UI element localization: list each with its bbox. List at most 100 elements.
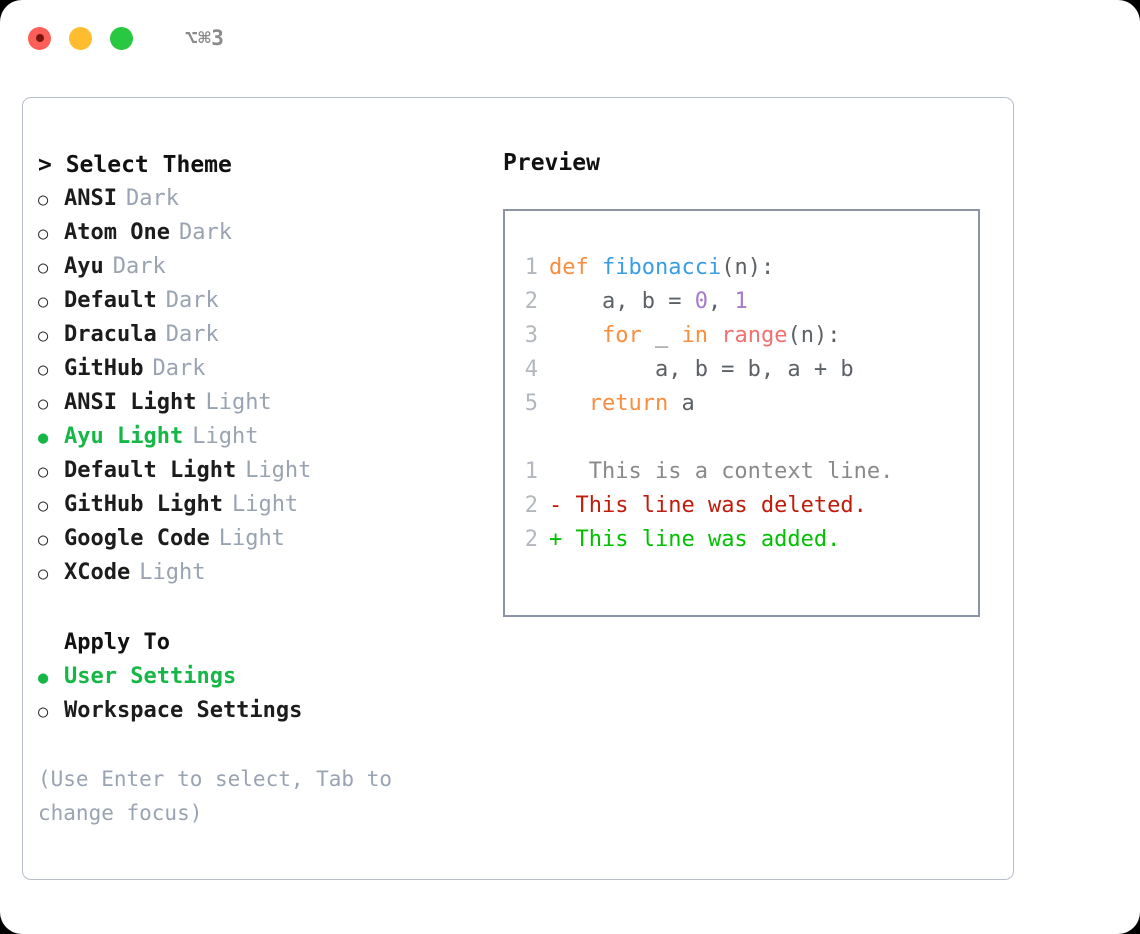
apply-to-header: Apply To: [64, 630, 170, 655]
theme-option-label: XCode: [64, 560, 131, 585]
diff-line-text: This line was deleted.: [562, 493, 867, 518]
radio-selected-icon: ●: [38, 428, 49, 448]
diff-line-number: 2: [524, 493, 538, 518]
radio-unselected-icon: ○: [38, 462, 49, 482]
radio-unselected-icon: ○: [38, 496, 49, 516]
code-line-number: 3: [524, 323, 538, 348]
preview-title: Preview: [503, 150, 600, 176]
diff-line-text: This line was added.: [562, 527, 841, 552]
theme-option-xcode[interactable]: ○ XCode Light: [38, 556, 488, 590]
theme-option-label: ANSI Light: [64, 390, 197, 415]
diff-marker: +: [549, 527, 563, 552]
theme-option-label: Google Code: [64, 526, 210, 551]
code-token-num: 1: [734, 289, 748, 314]
keyboard-shortcut-label: ⌥⌘3: [185, 26, 225, 50]
code-line-number: 1: [524, 255, 538, 280]
radio-unselected-icon: ○: [38, 326, 49, 346]
theme-option-ayu-light[interactable]: ● Ayu Light Light: [38, 420, 488, 454]
theme-option-default-light[interactable]: ○ Default Light Light: [38, 454, 488, 488]
radio-unselected-icon: ○: [38, 360, 49, 380]
select-theme-header: > Select Theme: [38, 152, 232, 178]
diff-line-number: 1: [524, 459, 538, 484]
code-token-call: range: [721, 323, 788, 348]
code-line-text: return a: [549, 387, 695, 421]
apply-to-list: ●User Settings○Workspace Settings: [38, 660, 488, 728]
code-token-plain: a: [668, 391, 695, 416]
code-line: 2 a, b = 0, 1: [505, 285, 978, 319]
code-line-text: def fibonacci(n):: [549, 251, 774, 285]
diff-marker: -: [549, 493, 563, 518]
code-spacer: [505, 421, 978, 455]
minimize-button-icon[interactable]: [69, 26, 92, 50]
theme-option-variant: Light: [245, 458, 312, 483]
diff-line: 1 This is a context line.: [505, 455, 978, 489]
theme-option-label: Default Light: [64, 458, 237, 483]
radio-unselected-icon: ○: [38, 702, 49, 722]
theme-option-variant: Light: [205, 390, 272, 415]
theme-option-variant: Dark: [178, 220, 232, 245]
code-token-plain: ,: [707, 289, 735, 314]
apply-to-option-workspace-settings[interactable]: ○Workspace Settings: [38, 694, 488, 728]
diff-marker: [549, 455, 562, 489]
code-token-fn: fibonacci: [601, 255, 722, 280]
radio-selected-icon: ●: [38, 668, 49, 688]
theme-option-dracula[interactable]: ○ Dracula Dark: [38, 318, 488, 352]
close-button-icon[interactable]: [28, 26, 51, 50]
code-line: 5 return a: [505, 387, 978, 421]
theme-option-label: Ayu: [64, 254, 104, 279]
code-line-text: a, b = b, a + b: [549, 353, 854, 387]
keyboard-hint-text: (Use Enter to select, Tab to change focu…: [38, 767, 405, 825]
code-line-text: a, b = 0, 1: [549, 285, 748, 319]
code-token-kw: in: [681, 323, 708, 348]
code-token-plain: [708, 323, 721, 348]
code-token-plain: _: [641, 323, 682, 348]
theme-option-variant: Light: [231, 492, 299, 517]
radio-unselected-icon: ○: [38, 190, 49, 210]
theme-option-label: GitHub: [64, 356, 144, 381]
radio-unselected-icon: ○: [38, 258, 49, 278]
radio-unselected-icon: ○: [38, 224, 49, 244]
code-token-num: 0: [694, 289, 708, 314]
code-token-kw: for: [601, 323, 642, 348]
code-token-kw: def: [549, 255, 602, 280]
code-line: 3 for _ in range(n):: [505, 319, 978, 353]
code-line-number: 2: [524, 289, 538, 314]
theme-option-variant: Dark: [152, 356, 206, 381]
radio-unselected-icon: ○: [38, 564, 49, 584]
theme-option-variant: Light: [192, 424, 259, 449]
diff-line: 2 + This line was added.: [505, 523, 978, 557]
diff-line-number: 2: [524, 527, 538, 552]
theme-option-label: GitHub Light: [64, 492, 223, 517]
theme-option-github[interactable]: ○ GitHub Dark: [38, 352, 488, 386]
theme-option-label: Ayu Light: [64, 424, 184, 449]
code-line: 4 a, b = b, a + b: [505, 353, 978, 387]
theme-option-variant: Dark: [165, 322, 219, 347]
theme-option-variant: Dark: [165, 288, 219, 313]
theme-option-ansi-light[interactable]: ○ ANSI Light Light: [38, 386, 488, 420]
theme-option-variant: Dark: [125, 186, 179, 211]
code-token-plain: [549, 391, 589, 416]
diff-sample: 1 This is a context line. 2- This line wa…: [505, 455, 978, 557]
maximize-button-icon[interactable]: [110, 26, 133, 50]
radio-unselected-icon: ○: [38, 394, 49, 414]
theme-option-label: Default: [64, 288, 157, 313]
theme-option-atom-one[interactable]: ○ Atom One Dark: [38, 216, 488, 250]
theme-option-ayu[interactable]: ○ Ayu Dark: [38, 250, 488, 284]
code-line: 1 def fibonacci(n):: [505, 251, 978, 285]
code-token-plain: a, b = b, a + b: [549, 357, 854, 382]
theme-option-label: Atom One: [64, 220, 170, 245]
code-token-plain: (n):: [787, 323, 841, 348]
code-token-plain: a, b =: [549, 289, 695, 314]
theme-option-variant: Light: [139, 560, 206, 585]
theme-option-label: Dracula: [64, 322, 157, 347]
theme-option-variant: Dark: [112, 254, 166, 279]
theme-option-github-light[interactable]: ○ GitHub Light Light: [38, 488, 488, 522]
apply-to-option-user-settings[interactable]: ●User Settings: [38, 660, 488, 694]
